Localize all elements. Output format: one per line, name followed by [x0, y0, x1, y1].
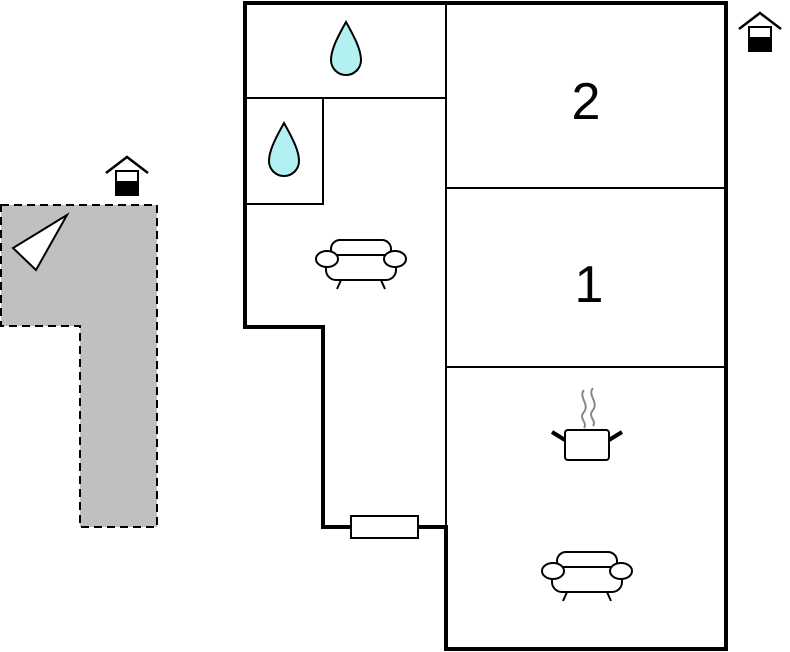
bathroom-drop-icon — [329, 19, 363, 76]
toilet-drop-icon — [267, 120, 301, 177]
room-label-1: 1 — [575, 256, 604, 314]
terrace-entrance-house-icon — [105, 155, 149, 196]
window-icon — [350, 515, 419, 539]
terrace-arrow-icon — [11, 212, 70, 272]
living-sofa-icon — [315, 239, 407, 290]
building-outline — [243, 1, 728, 651]
interior-walls — [245, 3, 726, 649]
entrance-house-icon — [738, 11, 782, 52]
kitchen-pot-icon — [550, 387, 624, 461]
terrace-area — [0, 204, 158, 528]
kitchen-sofa-icon — [541, 551, 633, 602]
room-label-2: 2 — [572, 73, 601, 131]
